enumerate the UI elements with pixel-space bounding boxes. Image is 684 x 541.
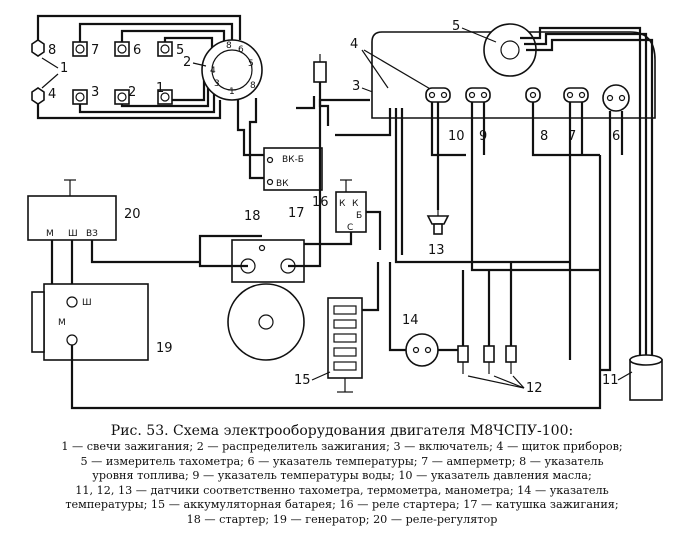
label-7: 7 (568, 129, 576, 144)
spark-plug: 2 (114, 85, 136, 105)
caption-line: 11, 12, 13 — датчики соответственно тахо… (75, 483, 609, 497)
caption-line: уровня топлива; 9 — указатель температур… (92, 469, 592, 483)
figure-caption: Рис. 53. Схема электрооборудования двига… (6, 422, 678, 528)
fuel-level-gauge (525, 87, 541, 103)
label-5: 5 (452, 19, 460, 34)
regulator-sh-terminal: Ш (68, 229, 78, 239)
label-15: 15 (294, 373, 311, 388)
generator-m-terminal: М (58, 318, 66, 328)
voltage-regulator: М Ш ВЗ 20 (27, 179, 200, 322)
caption-title: Рис. 53. Схема электрооборудования двига… (110, 423, 574, 439)
spark-plug: 4 (31, 87, 56, 105)
distributor-terminal: 4 (210, 66, 216, 76)
distributor-terminal: 8 (250, 81, 256, 91)
distributor-terminal: 1 (229, 87, 235, 97)
caption-line: 5 — измеритель тахометра; 6 — указатель … (80, 454, 604, 468)
label-3: 3 (352, 79, 360, 94)
spark-plug: 1 (156, 81, 173, 105)
relay-b-terminal: Б (356, 211, 362, 221)
generator: Ш М 19 (31, 155, 602, 410)
caption-line: 18 — стартер; 19 — генератор; 20 — реле-… (186, 512, 498, 526)
distributor-terminal: 8 (226, 41, 232, 51)
caption-line: температуры; 15 — аккумуляторная батарея… (65, 498, 619, 512)
label-13: 13 (428, 243, 445, 258)
label-18: 18 (244, 209, 261, 224)
relay-k1-terminal: К (339, 199, 346, 209)
oil-pressure-gauge (425, 87, 451, 103)
caption-line: 1 — свечи зажигания; 2 — распределитель … (61, 440, 623, 453)
spark-plug: 3 (72, 85, 99, 105)
label-14: 14 (402, 313, 419, 328)
coil-vk-terminal: ВК (276, 179, 289, 189)
temperature-gauge (602, 84, 630, 112)
ignition-coil: ВК-Б ВК 17 (263, 147, 323, 221)
spark-plug: 8 (31, 39, 56, 58)
oil-pressure-sensor: 13 (426, 210, 450, 258)
label-8: 8 (540, 129, 548, 144)
plug-label: 5 (176, 43, 184, 58)
label-4: 4 (350, 37, 358, 52)
water-temperature-gauge (465, 87, 491, 103)
label-19: 19 (156, 341, 173, 356)
temperature-indicator: 14 (388, 262, 458, 367)
regulator-m-terminal: М (46, 229, 54, 239)
label-2: 2 (183, 55, 191, 70)
wiring-diagram: 8 7 6 5 4 3 2 1 1 (27, 14, 663, 410)
relay-k2-terminal: К (352, 199, 359, 209)
spark-plug: 7 (72, 41, 99, 58)
distributor-terminal: 3 (214, 79, 220, 89)
generator-sh-terminal: Ш (82, 298, 92, 308)
label-6: 6 (612, 129, 620, 144)
starter: 18 (198, 98, 370, 361)
plug-label: 3 (91, 85, 99, 100)
coil-vkb-terminal: ВК-Б (282, 155, 304, 165)
relay-s-terminal: С (347, 223, 353, 233)
fuel-sender (296, 54, 330, 126)
label-11: 11 (602, 373, 619, 388)
battery: 15 (294, 262, 380, 393)
label-20: 20 (124, 207, 141, 222)
distributor-terminal: 6 (238, 45, 244, 55)
label-17: 17 (288, 206, 305, 221)
spark-plug: 6 (114, 41, 141, 58)
temperature-sensors: 12 (457, 262, 543, 396)
regulator-vz-terminal: ВЗ (86, 229, 98, 239)
spark-plugs: 8 7 6 5 4 3 2 1 1 (31, 39, 184, 105)
plug-label: 1 (156, 81, 164, 96)
plug-label: 2 (128, 85, 136, 100)
plug-label: 7 (91, 43, 99, 58)
plug-label: 8 (48, 43, 56, 58)
label-12: 12 (526, 381, 543, 396)
plug-label: 6 (133, 43, 141, 58)
ammeter (563, 87, 589, 103)
label-10: 10 (448, 129, 465, 144)
tachometer-sensor: 11 (602, 354, 663, 401)
plug-label: 4 (48, 87, 56, 102)
label-1: 1 (60, 61, 68, 76)
distributor-terminal: 5 (248, 59, 254, 69)
spark-plug: 5 (157, 41, 184, 58)
distributor: 4 8 6 5 8 1 3 2 (183, 39, 263, 101)
